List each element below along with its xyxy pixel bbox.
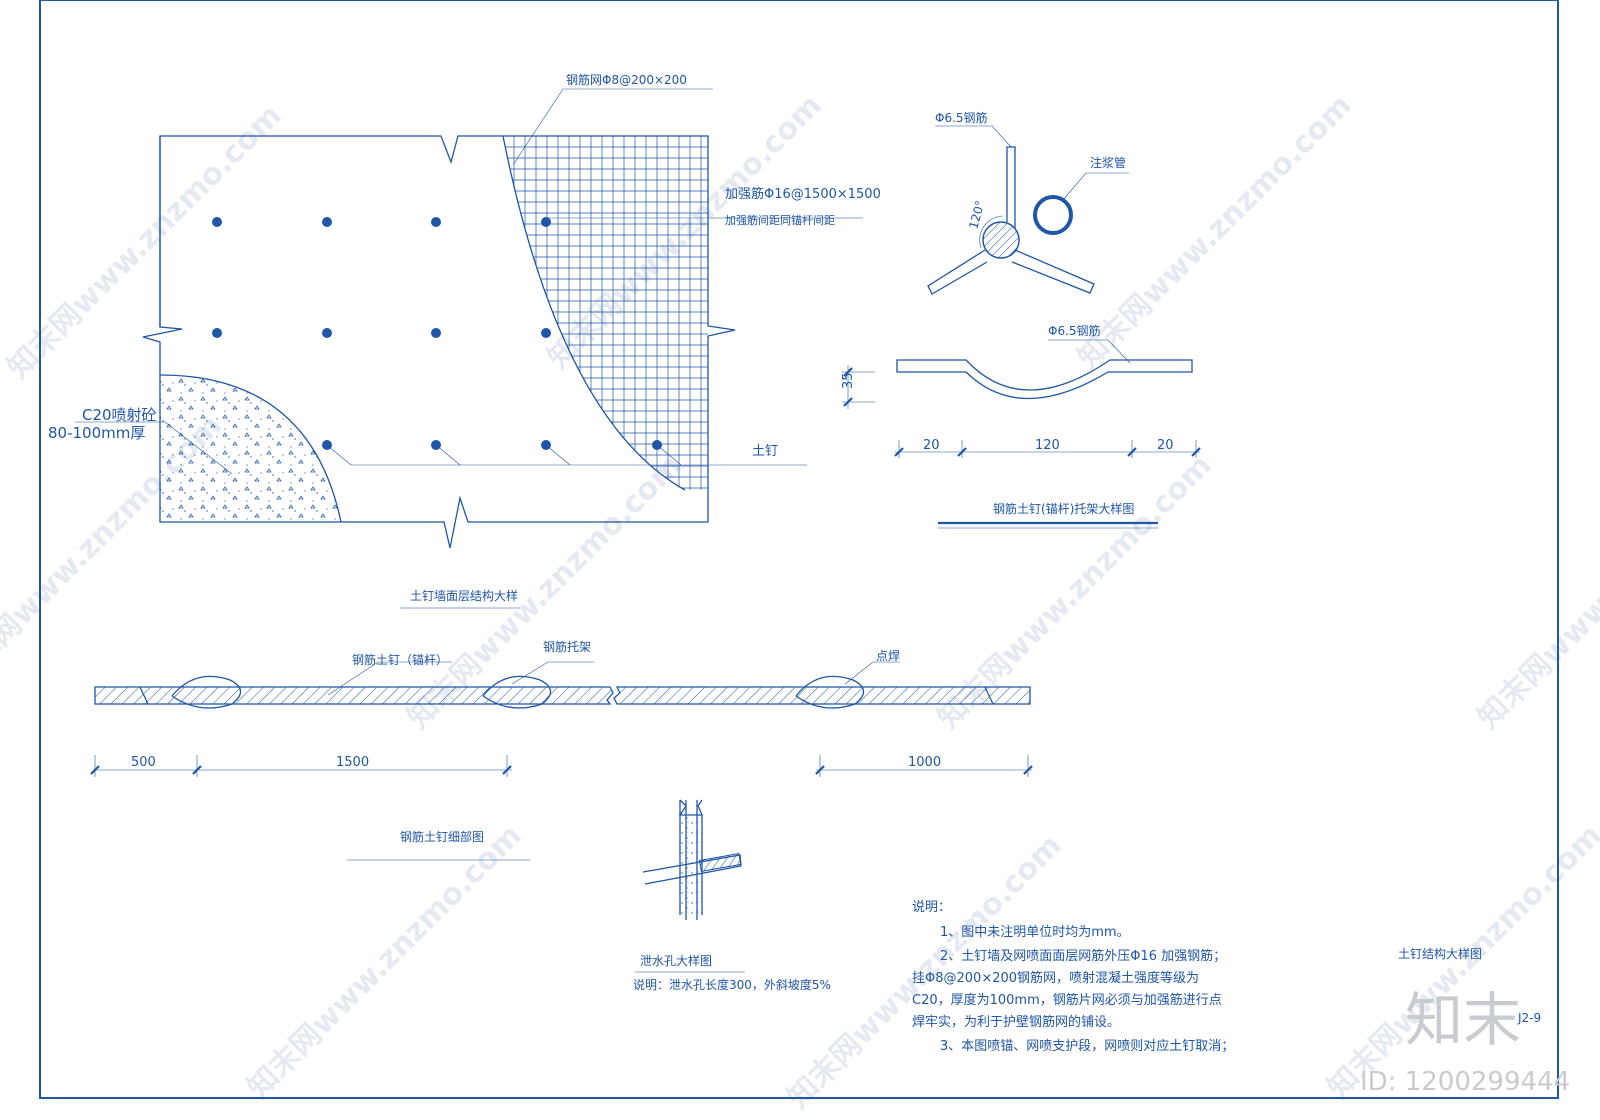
watermark-layer: 知末网www.znzmo.com 知末网www.znzmo.com 知末网www…: [0, 88, 1600, 1116]
bracket-detail: Φ6.5钢筋 注浆管 120° Φ6.5钢筋 35 20 120 20 钢筋土钉…: [841, 110, 1201, 529]
drain-hole-detail: 泄水孔大样图 说明：泄水孔长度300，外斜坡度5%: [633, 799, 831, 992]
note-line: 1、图中未注明单位时均为mm。: [940, 925, 1130, 940]
spot-weld-label: 点焊: [876, 648, 900, 663]
shotcrete-label-2: 80-100mm厚: [48, 424, 145, 442]
note-line: 3、本图喷锚、网喷支护段，网喷则对应土钉取消；: [940, 1038, 1234, 1054]
shotcrete-label-1: C20喷射砼: [82, 406, 157, 424]
face-layer-title: 土钉墙面层结构大样: [410, 588, 518, 603]
reinforce-label-2: 加强筋间距同锚杆间距: [725, 213, 835, 227]
sheet-border: [39, 0, 1559, 1099]
image-id: ID: 1200299444: [1360, 1067, 1570, 1097]
note-line: 2、土钉墙及网喷面面层网筋外压Φ16 加强钢筋；: [940, 948, 1226, 964]
soil-nail-label: 土钉: [752, 444, 778, 459]
general-notes: 说明： 1、图中未注明单位时均为mm。 2、土钉墙及网喷面面层网筋外压Φ16 加…: [912, 900, 1234, 1054]
drain-title: 泄水孔大样图: [640, 953, 712, 968]
nail-bar-detail: 钢筋土钉（锚杆） 钢筋托架 点焊 500 1500 1000 钢筋土钉细部图: [90, 639, 1033, 861]
dim-120: 120: [1035, 438, 1060, 453]
grout-pipe: [1033, 195, 1073, 235]
notes-heading: 说明：: [912, 900, 951, 915]
dim-500: 500: [131, 755, 156, 770]
brand-logo: 知末: [1405, 986, 1521, 1054]
panel-outline: [142, 135, 736, 549]
rebar-label-a: Φ6.5钢筋: [935, 110, 988, 125]
note-line: 挂Φ8@200×200钢筋网，喷射混凝土强度等级为: [912, 970, 1199, 986]
nail-anchor-label: 钢筋土钉（锚杆）: [352, 652, 448, 667]
grout-pipe-label: 注浆管: [1090, 155, 1126, 170]
watermark-text: 知末网www.znzmo.com: [241, 818, 529, 1106]
bracket-label: 钢筋托架: [543, 639, 591, 654]
bracket-title: 钢筋土钉(锚杆)托架大样图: [993, 501, 1134, 516]
dim-20-right: 20: [1157, 438, 1174, 453]
drain-note: 说明：泄水孔长度300，外斜坡度5%: [633, 977, 831, 992]
watermark-text: 知末网www.znzmo.com: [1071, 88, 1359, 376]
watermark-text: 知末网www.znzmo.com: [541, 88, 829, 376]
dim-1500: 1500: [336, 755, 369, 770]
nail-detail-title: 钢筋土钉细部图: [400, 829, 484, 844]
nail-section: [982, 221, 1020, 259]
note-line: 焊牢实，为利于护壁钢筋网的铺设。: [912, 1014, 1120, 1030]
rebar-label-b: Φ6.5钢筋: [1048, 323, 1101, 338]
dim-1000: 1000: [908, 755, 941, 770]
dim-35: 35: [841, 372, 856, 389]
note-line: C20，厚度为100mm，钢筋片网必须与加强筋进行点: [912, 992, 1222, 1008]
mesh-label: 钢筋网Φ8@200×200: [566, 72, 687, 87]
watermark-text: 知末网www.znzmo.com: [1471, 448, 1600, 736]
shotcrete-area: [160, 375, 341, 522]
dim-20-left: 20: [923, 438, 940, 453]
drawing-number: J2-9: [1517, 1011, 1541, 1025]
watermark-text: 知末网www.znzmo.com: [1, 98, 289, 386]
drawing-title: 土钉结构大样图: [1398, 946, 1482, 961]
reinforce-label-1: 加强筋Φ16@1500×1500: [725, 186, 881, 202]
